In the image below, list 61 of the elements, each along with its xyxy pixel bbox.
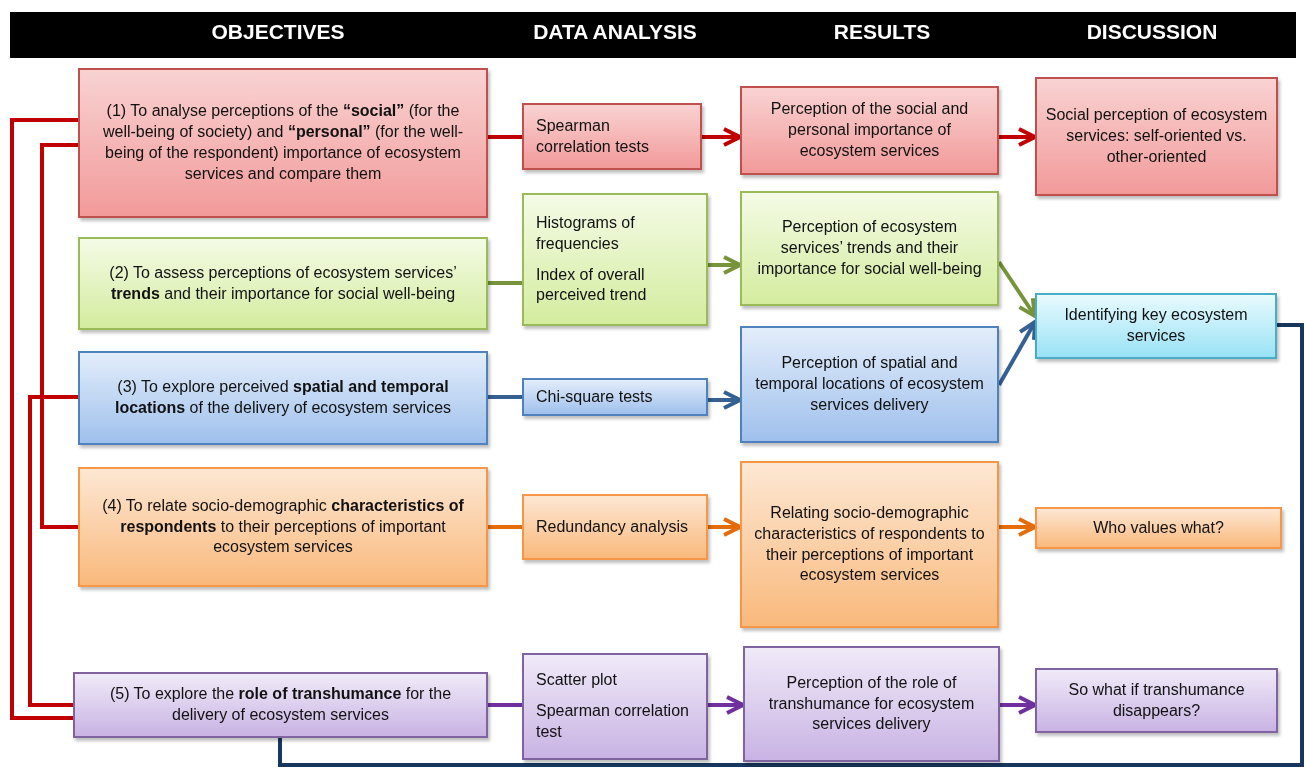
node-text: Histograms of frequencies <box>536 212 636 254</box>
node-text: (2) To assess perceptions of ecosystem services’ trends and their importance for social well-being <box>108 262 458 304</box>
node-text: Index of overall perceived trend <box>536 264 648 306</box>
objective-box <box>78 237 488 330</box>
arrow <box>708 517 742 537</box>
node-text: Perception of spatial and temporal locations of ecosystem services delivery <box>754 353 985 415</box>
connector-line <box>488 135 522 139</box>
objective-box <box>78 467 488 587</box>
connector-line <box>28 395 78 707</box>
method-box <box>522 193 708 326</box>
connector-line <box>488 281 522 285</box>
column-header: DATA ANALYSIS <box>533 20 697 44</box>
result-box <box>740 191 999 306</box>
node-text: Perception of the social and personal importance of ecosystem services <box>769 99 970 161</box>
node-text: (5) To explore the role of transhumance for the delivery of ecosystem services <box>108 684 453 725</box>
node-text: Spearman correlation test <box>536 701 690 742</box>
node-text: Chi-square tests <box>536 386 654 407</box>
node-text: Scatter plot <box>536 670 618 691</box>
method-box <box>522 103 702 170</box>
node-text: Perception of ecosystem services’ trends and their importance for social well-being <box>756 217 983 279</box>
discussion-box <box>1035 507 1282 549</box>
node-text: Social perception of ecosystem services: self-oriented vs. other-oriented <box>1045 105 1268 167</box>
result-box <box>740 461 999 628</box>
arrow <box>708 695 745 715</box>
connector-line <box>488 525 522 529</box>
method-box <box>522 653 708 760</box>
column-header: RESULTS <box>833 20 931 44</box>
connector-line <box>488 703 522 707</box>
column-header: OBJECTIVES <box>211 20 345 44</box>
arrow <box>708 255 742 275</box>
discussion-box <box>1035 668 1278 733</box>
connector-line <box>488 395 522 399</box>
connector-line <box>40 143 78 529</box>
node-text: (1) To analyse perceptions of the “social” (for the well-being of society) and “personal” (for the well-being of the respondent) importance of ecosystem services and compare them <box>101 101 465 184</box>
discussion-box <box>1035 77 1278 196</box>
discussion-box <box>1035 293 1277 359</box>
arrow <box>708 390 742 410</box>
node-text: Who values what? <box>1092 517 1225 538</box>
objective-box <box>78 68 488 218</box>
method-box <box>522 378 708 416</box>
node-text: (3) To explore perceived spatial and temporal locations of the delivery of ecosystem services <box>113 377 453 418</box>
node-text: So what if transhumance disappears? <box>1067 679 1246 721</box>
node-text: Relating socio-demographic characteristics of respondents to their perceptions of important ecosystem services <box>753 502 986 586</box>
result-box <box>740 86 999 175</box>
method-box <box>522 494 708 560</box>
objective-box <box>78 351 488 445</box>
arrow <box>999 517 1037 537</box>
connector-line <box>10 118 78 720</box>
node-text: Redundancy analysis <box>536 516 690 537</box>
node-text: Spearman correlation tests <box>536 115 650 157</box>
node-text: Perception of the role of transhumance for ecosystem services delivery <box>767 672 976 735</box>
column-header: DISCUSSION <box>1086 20 1218 44</box>
node-text: (4) To relate socio-demographic characteristics of respondents to their perceptions of important ecosystem services <box>101 495 465 558</box>
arrow <box>999 127 1037 147</box>
objective-box <box>73 672 488 738</box>
arrow <box>1000 695 1037 715</box>
connector-line <box>278 323 1304 767</box>
result-box <box>740 326 999 443</box>
arrow <box>702 127 742 147</box>
result-box <box>743 646 1000 762</box>
node-text: Identifying key ecosystem services <box>1063 305 1249 346</box>
